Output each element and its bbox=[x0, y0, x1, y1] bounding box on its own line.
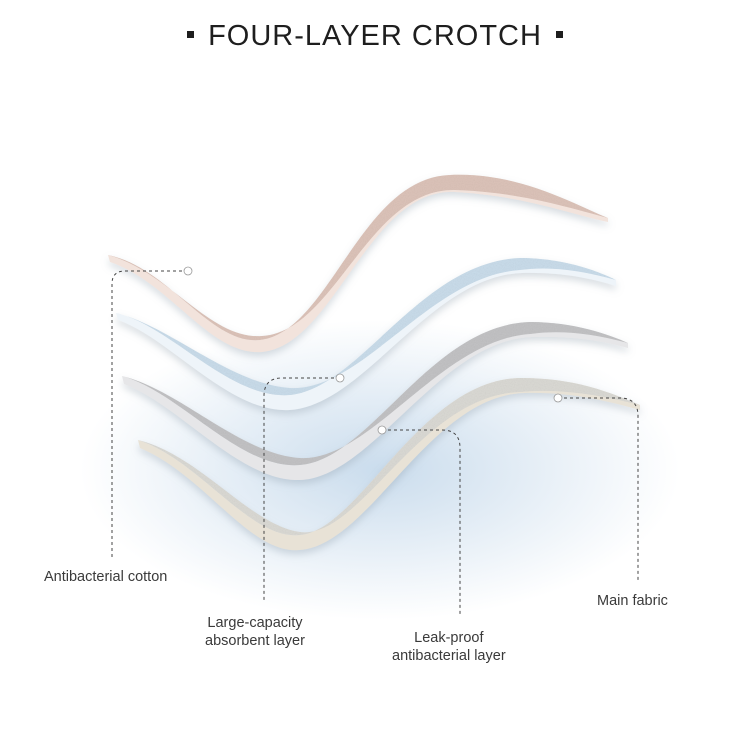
label-antibacterial-cotton: Antibacterial cotton bbox=[44, 568, 167, 586]
label-main-fabric: Main fabric bbox=[597, 592, 668, 610]
title-square-left-icon bbox=[187, 30, 195, 38]
label-absorbent: Large-capacity absorbent layer bbox=[205, 614, 305, 650]
leader-antibacterial-cotton bbox=[111, 266, 193, 560]
label-leak-proof-line1: Leak-proof bbox=[414, 630, 484, 646]
label-absorbent-line2: absorbent layer bbox=[205, 633, 305, 649]
callout-dot-leak-proof bbox=[377, 425, 387, 435]
leader-leak-proof bbox=[377, 425, 461, 614]
title-text: FOUR-LAYER CROTCH bbox=[208, 20, 542, 52]
leader-absorbent bbox=[263, 373, 345, 602]
label-antibacterial-cotton-text: Antibacterial cotton bbox=[44, 569, 168, 585]
page-title: FOUR-LAYER CROTCH bbox=[0, 20, 750, 53]
label-absorbent-line1: Large-capacity bbox=[207, 615, 303, 631]
background-glow bbox=[80, 320, 680, 620]
layer-leak-proof bbox=[122, 322, 628, 481]
layer-main-fabric bbox=[138, 378, 640, 551]
callout-dot-main-fabric bbox=[553, 393, 563, 403]
label-leak-proof-line2: antibacterial layer bbox=[392, 648, 506, 664]
callout-dot-antibacterial-cotton bbox=[183, 266, 193, 276]
label-leak-proof: Leak-proof antibacterial layer bbox=[392, 629, 506, 665]
callout-dot-absorbent bbox=[335, 373, 345, 383]
layer-absorbent bbox=[116, 258, 616, 411]
leader-main-fabric bbox=[553, 393, 639, 580]
title-square-right-icon bbox=[555, 30, 563, 38]
label-main-fabric-text: Main fabric bbox=[597, 593, 668, 609]
